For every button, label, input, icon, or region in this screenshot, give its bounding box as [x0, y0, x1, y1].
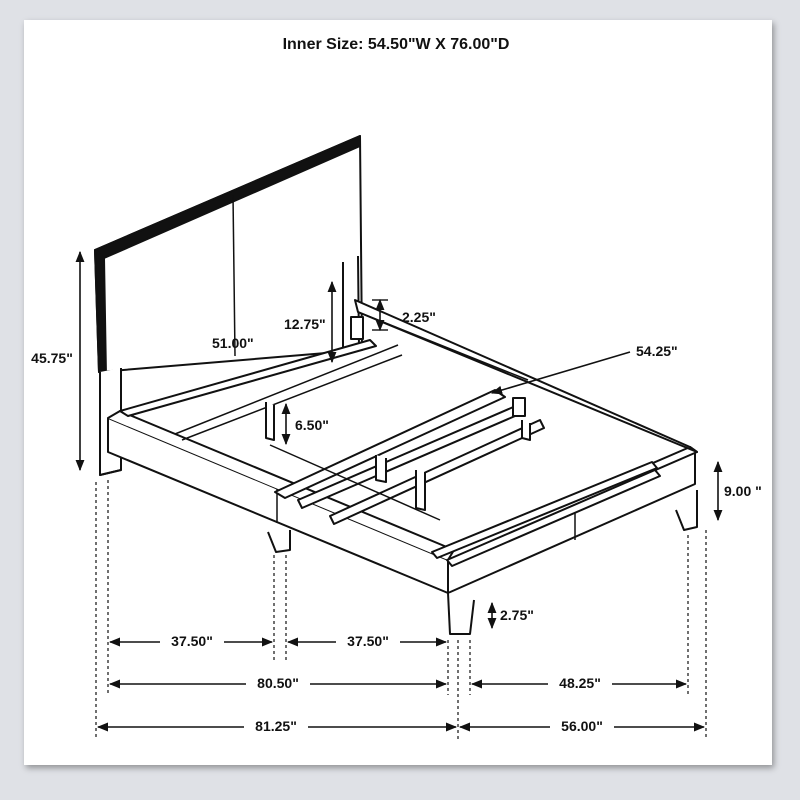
label-half-length-left: 37.50" [171, 633, 213, 649]
dimension-labels: 45.75" 12.75" 51.00" 2.25" 54.25" 6.50" … [24, 309, 762, 735]
extension-lines [95, 480, 707, 740]
label-headboard-total-height: 45.75" [31, 350, 73, 366]
label-inner-width: 48.25" [559, 675, 601, 691]
label-headboard-panel-height: 12.75" [284, 316, 326, 332]
label-half-length-right: 37.50" [347, 633, 389, 649]
label-bracket-height: 2.25" [402, 309, 436, 325]
label-inner-length: 80.50" [257, 675, 299, 691]
label-slat-length: 54.25" [636, 343, 678, 359]
label-leg-height: 2.75" [500, 607, 534, 623]
bed-frame [99, 299, 698, 635]
label-headboard-width: 51.00" [212, 335, 254, 351]
bed-drawing [94, 135, 698, 635]
diagram-title: Inner Size: 54.50"W X 76.00"D [283, 36, 510, 53]
label-overall-width: 56.00" [561, 718, 603, 734]
label-center-support-height: 6.50" [295, 417, 329, 433]
label-rail-height: 9.00 " [724, 483, 762, 499]
bracket-ticks [372, 299, 388, 331]
label-overall-length: 81.25" [255, 718, 297, 734]
